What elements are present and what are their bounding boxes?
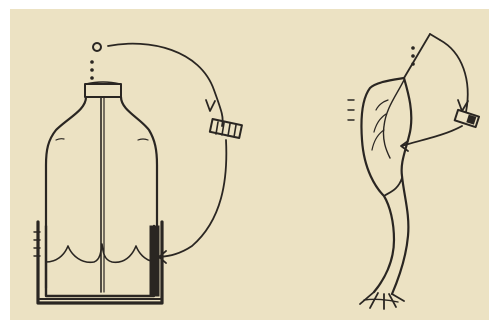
basin-inner (46, 226, 154, 296)
bottle-stopper (85, 84, 121, 97)
leg-battery (455, 110, 479, 127)
knee-line (384, 178, 402, 196)
leg-wire-upper (440, 40, 468, 112)
basin-outer (38, 222, 162, 303)
nerve-strand-upper (404, 34, 430, 78)
bottle-apparatus (34, 43, 242, 303)
leg-outline-right (392, 78, 411, 294)
nerve-branch-2 (372, 130, 384, 150)
battery-element (210, 119, 242, 138)
basin-right-wall-fill (150, 226, 159, 296)
upper-dots (412, 47, 415, 66)
terminal-dots (91, 61, 94, 80)
frog-leg-apparatus (348, 34, 479, 309)
wire-upper (108, 44, 223, 126)
nerve-branch-3 (376, 100, 388, 110)
thigh-marks (348, 100, 354, 120)
top-terminal-ring (93, 43, 101, 51)
frog-foot (360, 292, 404, 309)
leg-top-hook (430, 34, 440, 40)
bottle-shoulder-mark-left (56, 139, 64, 140)
toe-1 (360, 292, 374, 304)
wire-lower (160, 140, 226, 257)
wire-arrow-head (206, 100, 215, 111)
toe-5 (392, 294, 404, 301)
bottle-shoulder-mark-right (138, 139, 148, 140)
